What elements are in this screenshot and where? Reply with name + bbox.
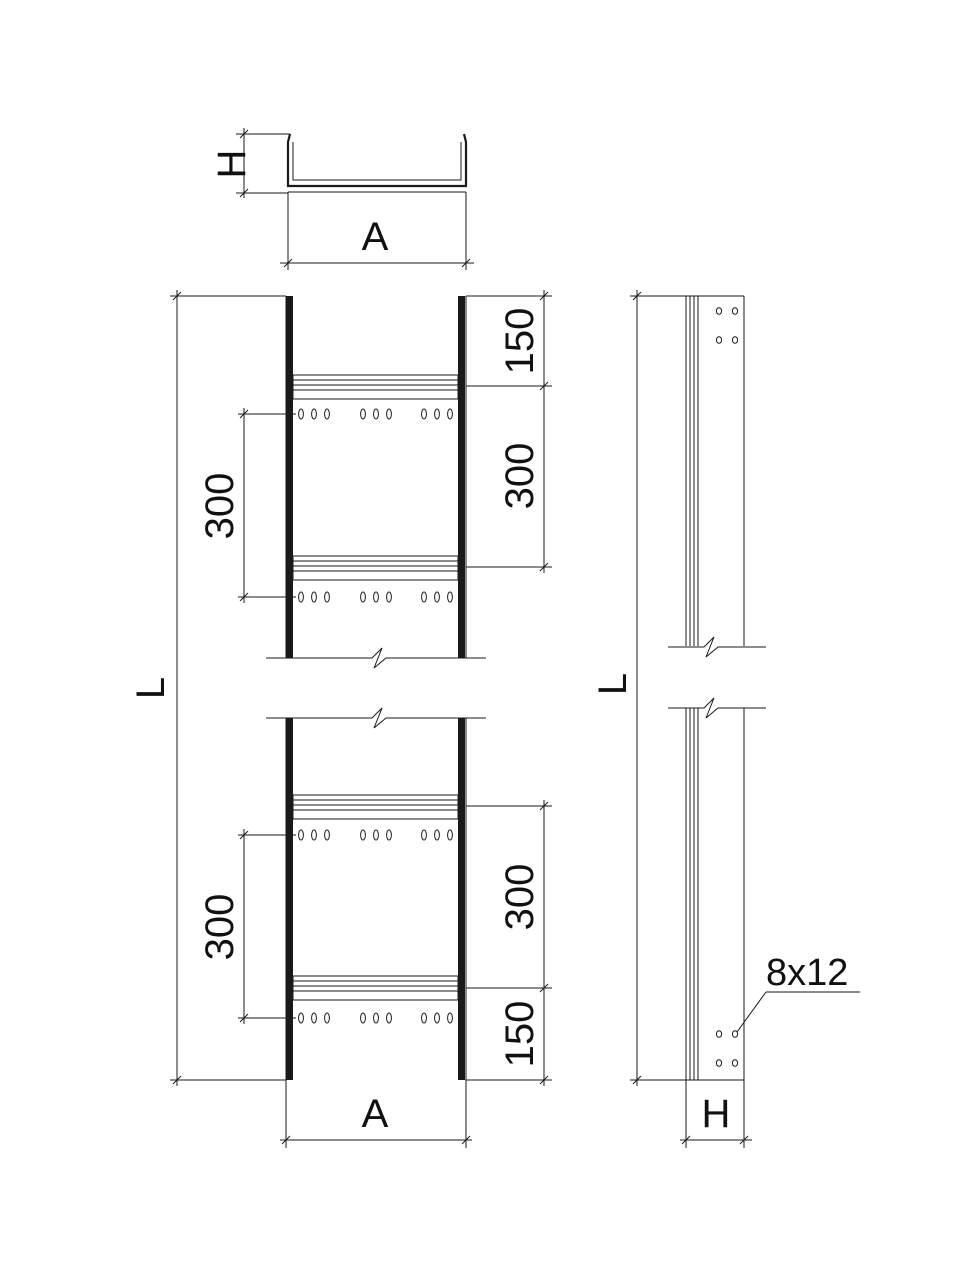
rung-slot-hole xyxy=(311,408,317,420)
rung-slot-hole xyxy=(434,829,440,841)
front-width-label: A xyxy=(362,1092,389,1136)
rung-slot-hole xyxy=(298,829,304,841)
cross-section-width-label: A xyxy=(362,215,389,259)
rung-slot-hole xyxy=(360,591,366,603)
rung-slot-hole xyxy=(311,1012,317,1024)
ladder-front-view xyxy=(266,296,486,1080)
rung-slot-hole xyxy=(434,591,440,603)
right-offset-label-bottom: 150 xyxy=(498,1001,542,1068)
rung-slot-hole xyxy=(447,829,453,841)
cross-section-view xyxy=(236,128,474,270)
break-line-upper xyxy=(266,647,486,669)
rung-3 xyxy=(292,794,459,820)
rung-slot-hole xyxy=(421,591,427,603)
front-length-label: L xyxy=(129,677,173,699)
break-line-lower xyxy=(266,707,486,729)
rung-slot-hole xyxy=(434,408,440,420)
rung-slot-hole xyxy=(373,408,379,420)
rung-2 xyxy=(292,555,459,581)
rung-slot-hole xyxy=(324,408,330,420)
right-pitch-label-upper: 300 xyxy=(498,443,542,510)
hole-size-leader xyxy=(736,991,767,1033)
left-pitch-label-lower: 300 xyxy=(198,894,242,961)
rung-slot-hole xyxy=(298,408,304,420)
rung-slot-hole xyxy=(324,591,330,603)
cross-section-height-label: H xyxy=(210,150,254,179)
rung-slot-hole xyxy=(373,1012,379,1024)
front-view-dimensions xyxy=(170,290,552,1148)
rung-slot-hole xyxy=(311,591,317,603)
rung-slot-hole xyxy=(447,1012,453,1024)
side-end-holes-top xyxy=(715,307,739,344)
rung-slot-hole xyxy=(447,408,453,420)
rung-slot-hole xyxy=(386,591,392,603)
side-end-holes-bottom xyxy=(715,1030,739,1067)
rung-slot-hole xyxy=(360,1012,366,1024)
rung-1 xyxy=(292,374,459,400)
side-height-label: H xyxy=(702,1092,731,1136)
right-pitch-label-lower: 300 xyxy=(498,864,542,931)
side-length-label: L xyxy=(591,673,635,695)
side-break-line-lower xyxy=(668,697,766,719)
rung-slot-hole xyxy=(324,1012,330,1024)
rung-slot-hole xyxy=(373,829,379,841)
hole-size-label: 8x12 xyxy=(766,952,848,994)
rung-slot-hole xyxy=(298,591,304,603)
rung-slot-hole xyxy=(421,408,427,420)
rung-4 xyxy=(292,975,459,1001)
rung-slot-hole xyxy=(434,1012,440,1024)
right-rail-upper xyxy=(458,296,465,658)
rung-slot-hole xyxy=(373,591,379,603)
rung-slot-hole xyxy=(386,829,392,841)
rung-slot-hole xyxy=(421,1012,427,1024)
right-rail-lower xyxy=(458,718,465,1080)
side-break-line-upper xyxy=(668,636,766,658)
left-rail-lower xyxy=(286,718,293,1080)
rung-slot-hole xyxy=(386,1012,392,1024)
rung-slot-hole xyxy=(360,408,366,420)
rung-slot-hole xyxy=(421,829,427,841)
right-offset-label-top: 150 xyxy=(498,308,542,375)
rung-slot-hole xyxy=(447,591,453,603)
left-rail-upper xyxy=(286,296,293,658)
ladder-side-view xyxy=(630,290,860,1148)
rung-slot-hole xyxy=(360,829,366,841)
rung-slot-hole xyxy=(311,829,317,841)
rung-slot-hole xyxy=(298,1012,304,1024)
rung-slot-hole xyxy=(386,408,392,420)
left-pitch-label-upper: 300 xyxy=(198,473,242,540)
rung-hole-rows xyxy=(298,408,453,1024)
rung-slot-hole xyxy=(324,829,330,841)
cross-section-profile xyxy=(286,133,468,188)
